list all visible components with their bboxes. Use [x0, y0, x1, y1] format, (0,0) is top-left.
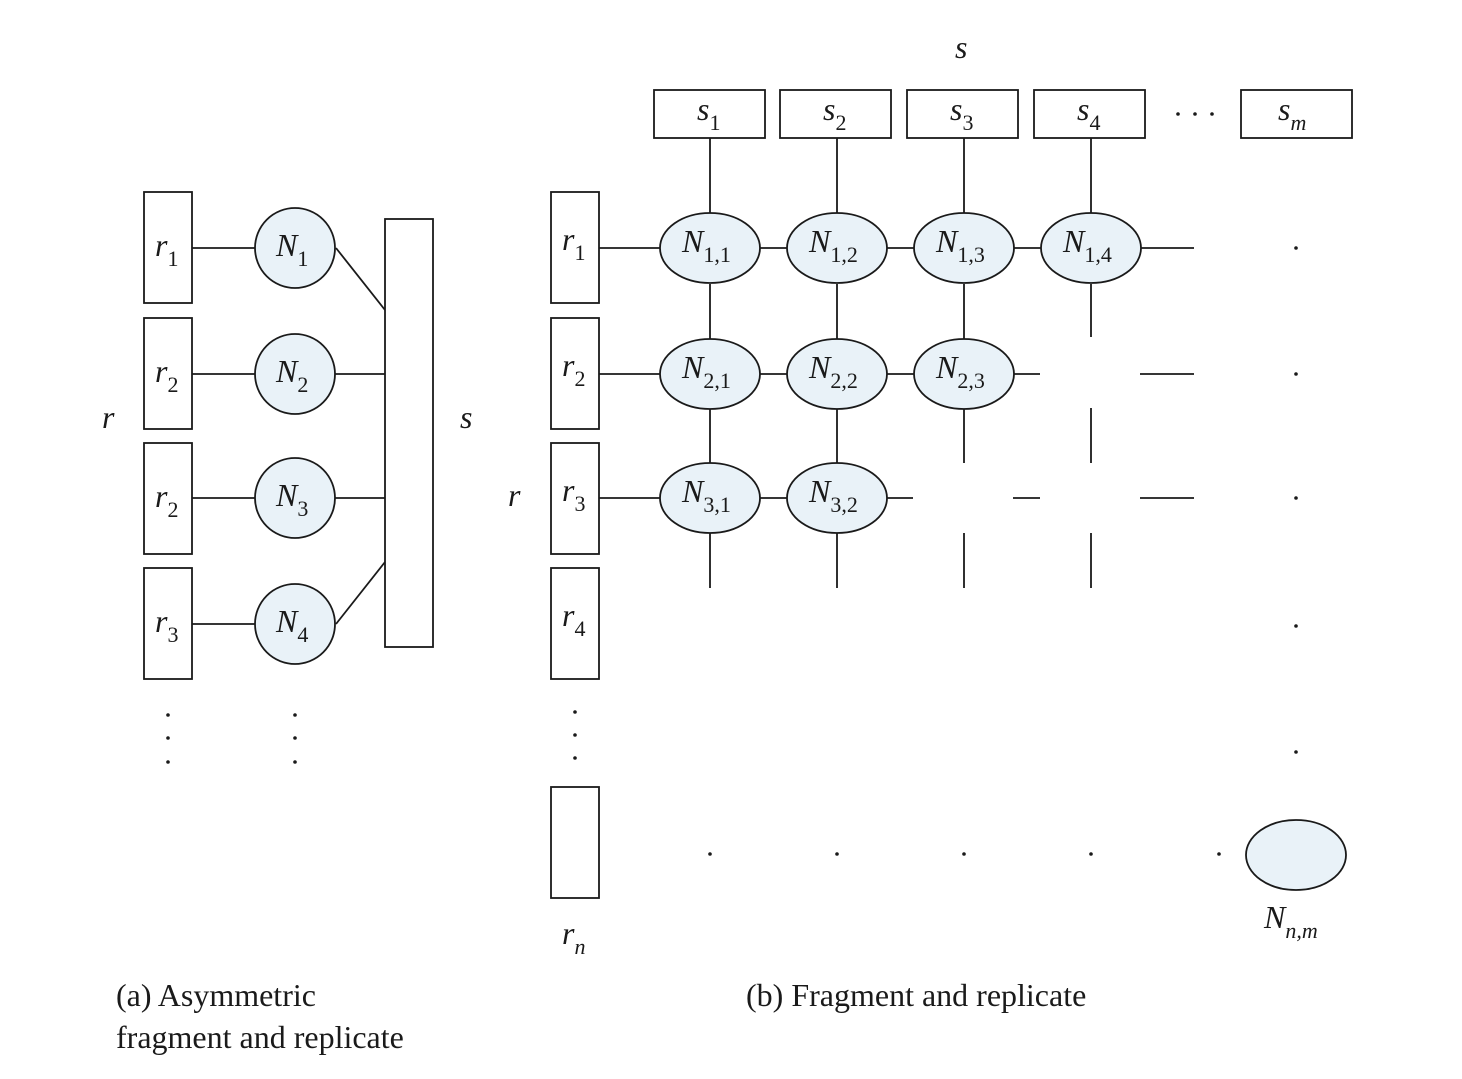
panel-a-caption-line2: fragment and replicate — [116, 1019, 404, 1055]
panel-b-node-1-4 — [1040, 212, 1142, 284]
panel-b-s-box-2 — [779, 89, 892, 139]
panel-b: s r s1 s2 s3 s4 sm r1 r2 r3 r4 rn — [508, 29, 1353, 1013]
panel-b-r-box-2 — [550, 317, 600, 430]
panel-a-node-ellipsis — [293, 713, 297, 764]
panel-b-s-label-3: s3 — [950, 91, 973, 135]
panel-b-r-label-4: r4 — [562, 597, 585, 641]
panel-b-node-3-2 — [786, 462, 888, 534]
panel-b-s-label-m: sm — [1278, 91, 1306, 135]
panel-b-s-box-m — [1240, 89, 1353, 139]
panel-a: r s r1 r2 r2 r3 N1 N2 N3 N4 — [102, 191, 472, 1055]
panel-b-node-3-1 — [659, 462, 761, 534]
panel-b-node-label-1-1: N1,1 — [681, 223, 731, 267]
panel-a-r-ellipsis — [166, 713, 170, 764]
panel-a-r-box-1 — [143, 191, 193, 304]
panel-b-node-label-1-4: N1,4 — [1062, 223, 1112, 267]
panel-b-r-label-3: r3 — [562, 472, 585, 516]
panel-b-grid-lines — [599, 138, 1194, 588]
panel-b-node-2-1 — [659, 338, 761, 410]
panel-b-s-ellipsis — [1176, 112, 1214, 116]
panel-a-r-label-4: r3 — [155, 603, 178, 647]
panel-b-r-box-4 — [550, 567, 600, 680]
panel-b-node-label-3-2: N3,2 — [808, 473, 858, 517]
panel-b-node-1-1 — [659, 212, 761, 284]
panel-a-r-label-2: r2 — [155, 353, 178, 397]
panel-b-node-2-2 — [786, 338, 888, 410]
panel-a-r-label: r — [102, 399, 115, 435]
panel-a-r-box-3 — [143, 442, 193, 555]
panel-a-r-label-1: r1 — [155, 227, 178, 271]
panel-b-node-label-2-3: N2,3 — [935, 349, 985, 393]
panel-b-r-label-n: rn — [562, 915, 585, 959]
panel-b-r-box-n — [550, 786, 600, 899]
panel-b-s-box-1 — [653, 89, 766, 139]
panel-a-node-label-3: N3 — [275, 477, 308, 521]
panel-b-node-label-1-3: N1,3 — [935, 223, 985, 267]
panel-a-r-label-3: r2 — [155, 478, 178, 522]
panel-a-edge-n1-s — [335, 247, 386, 311]
panel-a-s-box — [384, 218, 434, 648]
panel-b-s-box-3 — [906, 89, 1019, 139]
panel-b-r-box-1 — [550, 191, 600, 304]
panel-b-r-label-2: r2 — [562, 347, 585, 391]
panel-a-node-4 — [254, 583, 336, 665]
panel-a-edge-n4-s — [335, 561, 386, 625]
panel-b-caption: (b) Fragment and replicate — [746, 977, 1086, 1013]
panel-b-s-label-2: s2 — [823, 91, 846, 135]
panel-b-node-2-3 — [913, 338, 1015, 410]
panel-a-node-1 — [254, 207, 336, 289]
panel-b-node-label-n-m: Nn,m — [1263, 899, 1318, 943]
panel-b-r-ellipsis — [573, 710, 577, 760]
panel-b-right-ellipsis — [1294, 246, 1298, 754]
panel-b-bottom-ellipsis — [708, 852, 1221, 856]
panel-b-node-1-2 — [786, 212, 888, 284]
panel-b-node-label-1-2: N1,2 — [808, 223, 858, 267]
panel-b-node-label-3-1: N3,1 — [681, 473, 731, 517]
panel-b-node-n-m — [1245, 819, 1347, 891]
panel-b-node-1-3 — [913, 212, 1015, 284]
panel-a-node-label-1: N1 — [275, 227, 308, 271]
panel-a-s-label: s — [460, 399, 472, 435]
panel-a-caption-line1: (a) Asymmetric — [116, 977, 316, 1013]
panel-b-r-label: r — [508, 477, 521, 513]
panel-a-node-label-2: N2 — [275, 353, 308, 397]
panel-b-node-label-2-2: N2,2 — [808, 349, 858, 393]
panel-b-node-label-2-1: N2,1 — [681, 349, 731, 393]
panel-a-r-box-2 — [143, 317, 193, 430]
panel-b-s-label: s — [955, 29, 967, 65]
panel-a-node-label-4: N4 — [275, 603, 308, 647]
panel-b-s-label-1: s1 — [697, 91, 720, 135]
panel-b-s-box-4 — [1033, 89, 1146, 139]
panel-b-r-box-3 — [550, 442, 600, 555]
panel-b-r-label-1: r1 — [562, 221, 585, 265]
panel-b-s-label-4: s4 — [1077, 91, 1100, 135]
